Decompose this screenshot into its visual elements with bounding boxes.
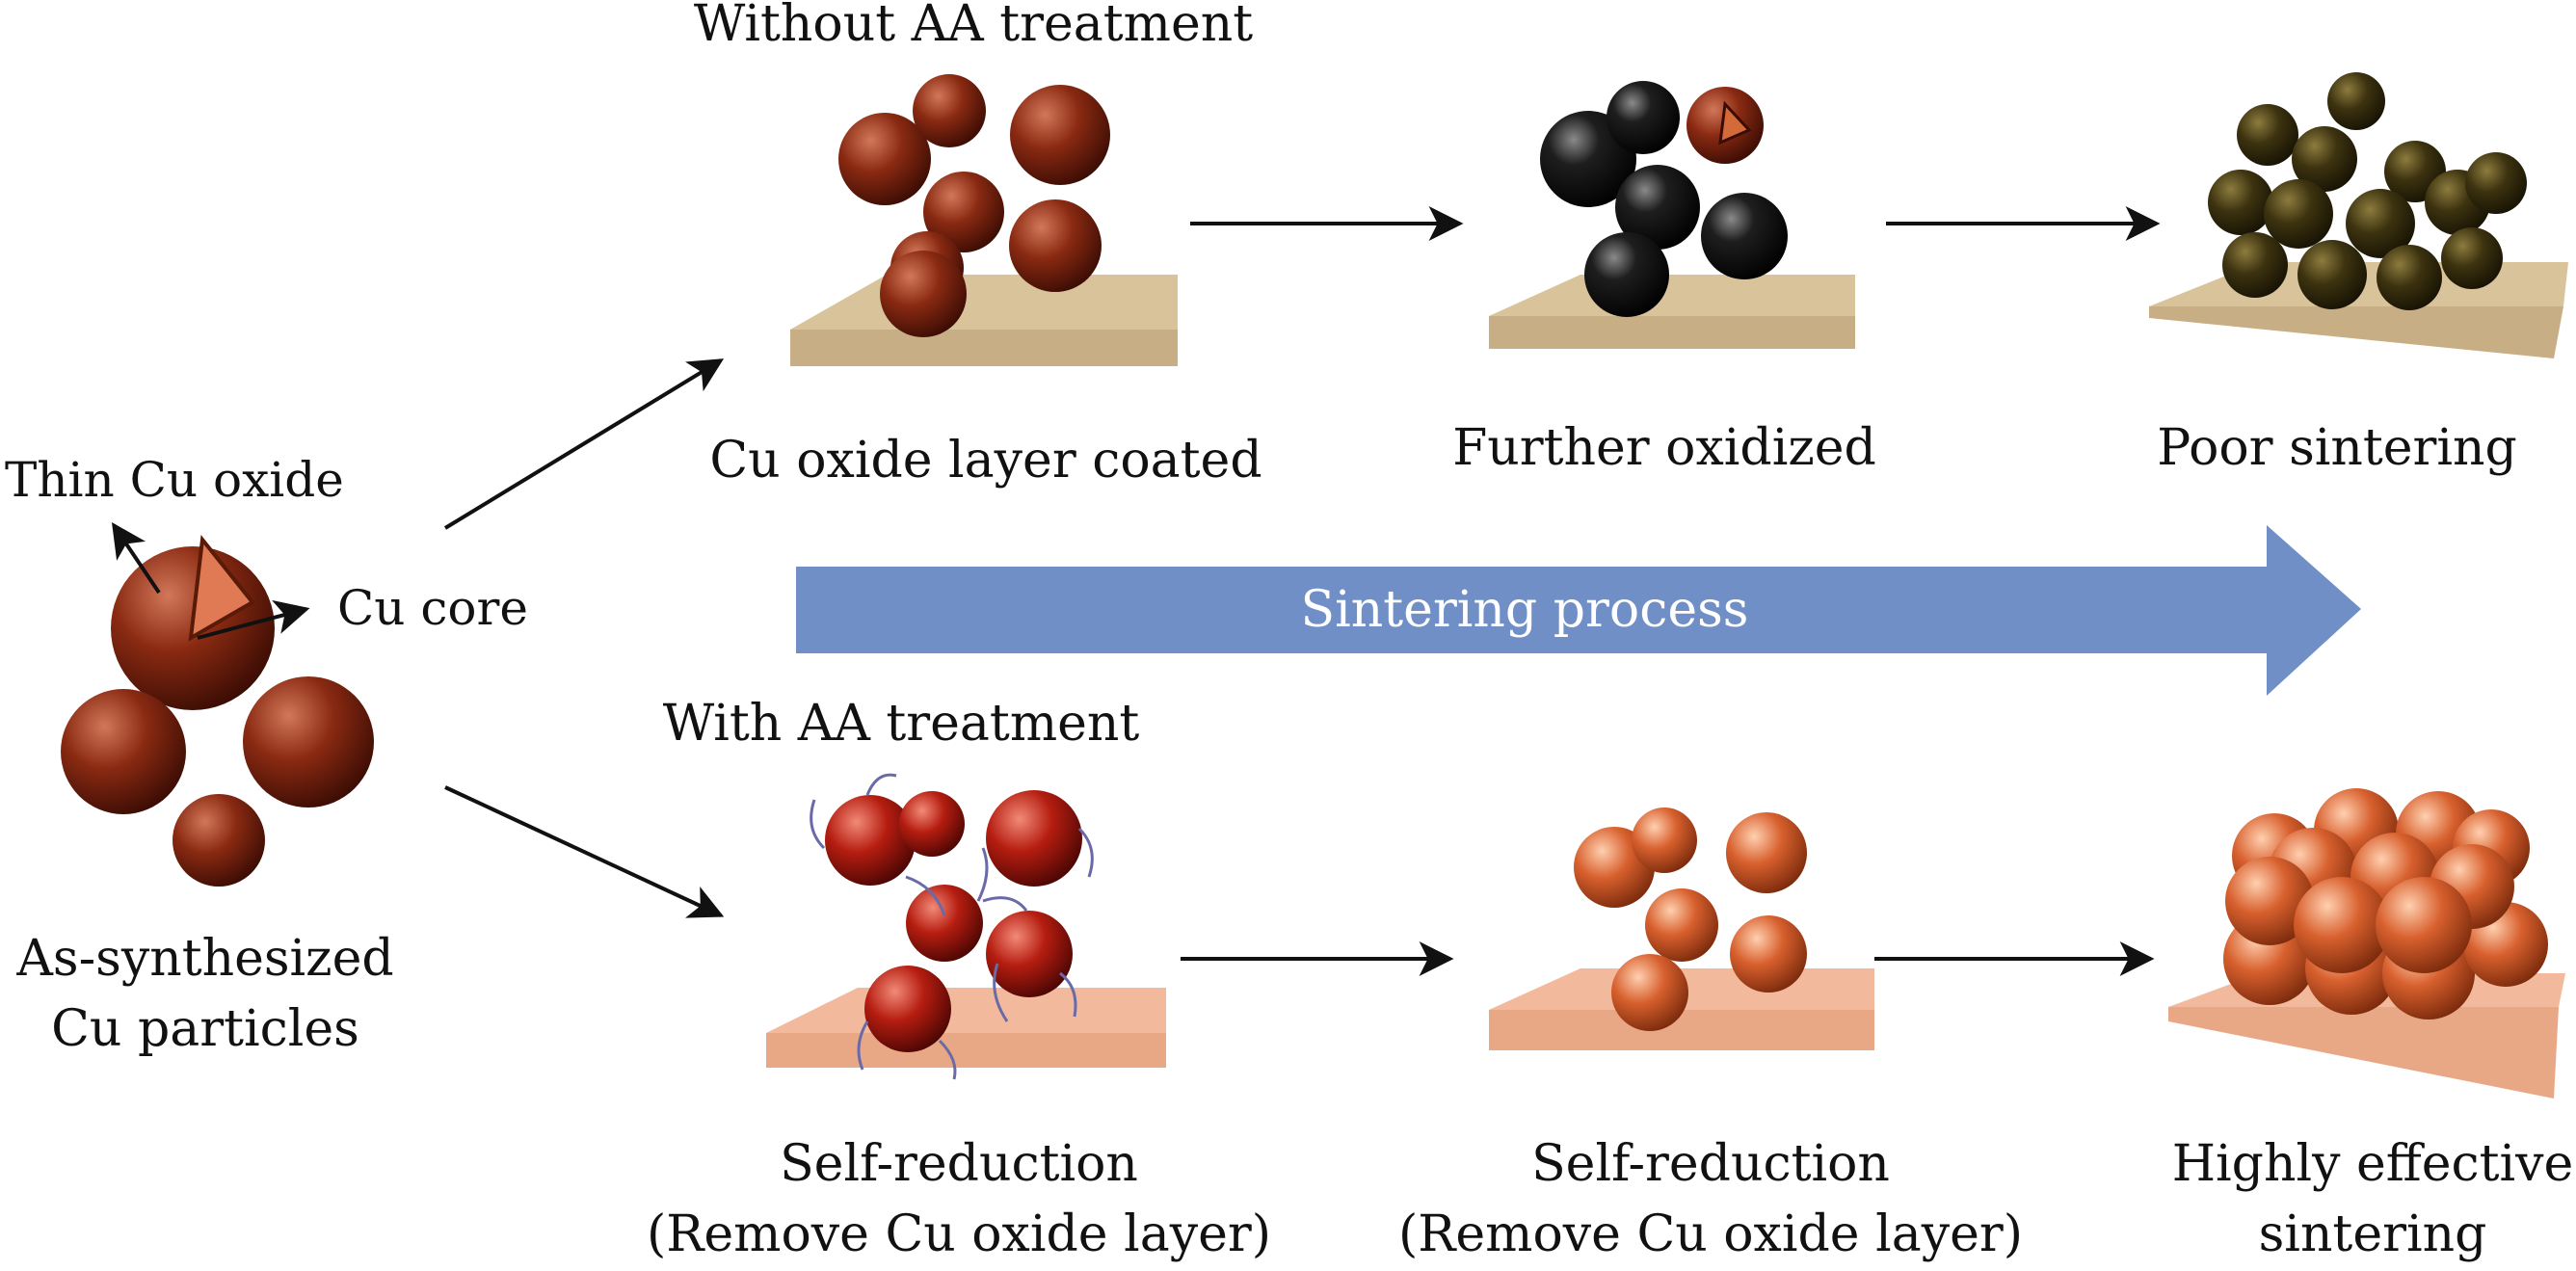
bottom-step3-label: Highly effective	[2172, 1135, 2574, 1193]
top-step2-label: Further oxidized	[1452, 419, 1876, 477]
bottom-step1-label: Self-reduction	[780, 1135, 1138, 1193]
particle	[2465, 152, 2527, 214]
particle	[1009, 199, 1102, 292]
particle	[825, 795, 916, 886]
thin-cu-oxide-label: Thin Cu oxide	[5, 452, 344, 508]
top-step3-illustration	[2149, 72, 2568, 358]
particle	[2376, 877, 2472, 973]
particle	[1584, 232, 1669, 317]
particle	[906, 885, 983, 962]
particle	[1010, 85, 1110, 185]
top-step1-illustration	[790, 74, 1178, 366]
particle	[1632, 808, 1697, 873]
substrate	[790, 275, 1178, 330]
substrate	[1489, 275, 1855, 316]
particle	[61, 689, 186, 814]
as-synthesized-particles	[61, 535, 374, 887]
aa-ligand-strands	[810, 773, 1094, 1080]
particle	[986, 911, 1073, 997]
particle	[1645, 888, 1718, 962]
particle	[2225, 857, 2314, 945]
particle	[1611, 954, 1688, 1031]
particle	[864, 966, 951, 1052]
bottom-step2-sublabel: (Remove Cu oxide layer)	[1398, 1205, 2023, 1263]
branch-arrow-up	[443, 358, 725, 530]
as-synthesized-caption-line2: Cu particles	[51, 1000, 359, 1058]
particle	[899, 791, 965, 857]
without-aa-heading: Without AA treatment	[694, 0, 1253, 53]
particle	[986, 790, 1082, 887]
shell-pointer-arrow	[111, 522, 161, 595]
top-step2-illustration	[1489, 81, 1855, 349]
particle	[1730, 915, 1807, 993]
particle	[1701, 193, 1788, 279]
substrate	[766, 988, 1166, 1033]
particle	[2346, 189, 2415, 258]
with-aa-heading: With AA treatment	[663, 695, 1140, 753]
cu-core-label: Cu core	[337, 580, 528, 636]
particle	[2222, 232, 2288, 298]
bottom-step1-sublabel: (Remove Cu oxide layer)	[647, 1205, 1271, 1263]
as-synthesized-caption: As-synthesized	[15, 930, 393, 988]
bottom-step2-label: Self-reduction	[1531, 1135, 1890, 1193]
process-arrow-shape	[796, 525, 2361, 696]
bottom-step3-illustration	[2168, 788, 2565, 1099]
particle	[2208, 170, 2273, 235]
particle	[243, 676, 374, 808]
particle	[173, 794, 265, 887]
particle	[2294, 877, 2390, 973]
cu-core-cutaway	[188, 535, 256, 642]
core-pointer-arrow	[197, 599, 310, 640]
particle	[880, 251, 967, 337]
bottom-step1-illustration	[766, 773, 1166, 1080]
branch-arrow-down	[444, 785, 725, 918]
particle	[2441, 227, 2503, 289]
bottom-step2-illustration	[1489, 808, 1874, 1050]
particle	[2327, 72, 2385, 130]
particle	[2377, 245, 2442, 310]
particle	[2292, 126, 2357, 192]
particle	[838, 113, 931, 205]
particle	[1726, 812, 1807, 893]
particle	[2237, 104, 2298, 166]
particle	[913, 74, 986, 147]
particle	[1607, 81, 1680, 154]
top-step3-label: Poor sintering	[2157, 419, 2517, 477]
top-step1-label: Cu oxide layer coated	[709, 432, 1261, 490]
particle	[2297, 240, 2367, 309]
particle	[2264, 179, 2333, 249]
bottom-step3-sublabel: sintering	[2259, 1205, 2487, 1263]
particle	[1615, 165, 1700, 250]
sintering-process-arrow: Sintering process	[796, 525, 2361, 696]
particle	[923, 172, 1004, 252]
sintering-process-label: Sintering process	[1301, 581, 1749, 639]
oxidized-core-cutaway	[1718, 100, 1752, 146]
